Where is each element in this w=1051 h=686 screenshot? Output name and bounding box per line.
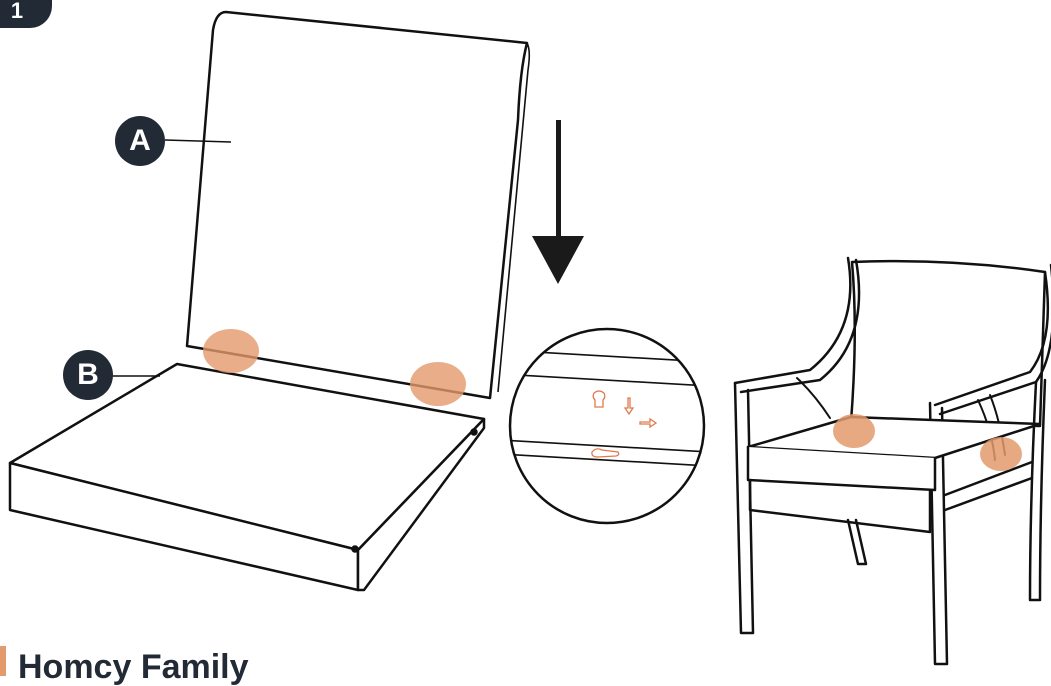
brand-name: Homcy Family	[18, 650, 249, 684]
attach-point-right	[410, 362, 466, 406]
detail-zoom-circle	[500, 329, 710, 523]
chair-attach-point-left	[833, 414, 875, 448]
brand-accent-bar	[0, 646, 6, 676]
chair-attach-point-right	[980, 437, 1022, 471]
brand-footer: Homcy Family	[0, 646, 249, 676]
assembly-diagram	[0, 0, 1051, 670]
down-arrow-icon	[532, 120, 584, 284]
callout-a: A	[115, 116, 165, 166]
attach-point-left	[203, 329, 259, 373]
callout-b: B	[63, 350, 113, 400]
